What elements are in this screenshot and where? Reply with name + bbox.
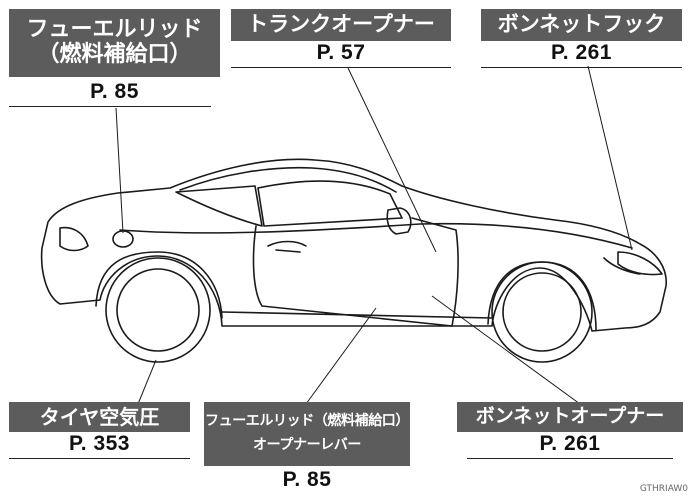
sill-line <box>221 311 493 319</box>
fuel-lid <box>112 230 134 248</box>
label-fuel-lid-lever-line1: フューエルリッド（燃料補給口） <box>205 413 409 430</box>
rear-lamp <box>59 226 89 252</box>
side-window <box>257 180 403 227</box>
leader-fuel-lever <box>305 307 377 405</box>
page-ref-hood-opener: P. 261 <box>539 432 601 455</box>
leader-hood-opener <box>431 295 581 405</box>
leader-fuel-lid <box>115 107 124 234</box>
headlight <box>617 251 663 276</box>
page-ref-fuel-lid-lever: P. 85 <box>282 468 332 491</box>
label-hood-opener-line1: ボンネットオープナー <box>475 405 665 428</box>
label-fuel-lid: フューエルリッド （燃料補給口） <box>9 9 220 77</box>
label-fuel-lid-line1: フューエルリッド <box>26 17 203 43</box>
label-fuel-lid-lever: フューエルリッド（燃料補給口） オープナーレバー <box>204 402 410 466</box>
page-ref-trunk-opener: P. 57 <box>316 41 366 64</box>
leader-tire-pressure <box>137 359 157 405</box>
label-fuel-lid-line2: （燃料補給口） <box>37 42 192 67</box>
front-wheel-tire <box>491 261 593 363</box>
label-trunk-opener: トランクオープナー <box>231 9 451 41</box>
label-tire-pressure: タイヤ空気圧 <box>9 402 190 432</box>
rear-window <box>175 185 263 227</box>
side-mirror <box>386 207 412 235</box>
leader-hood-hook <box>587 65 633 251</box>
rear-wheel-rim <box>116 268 200 352</box>
rule-tire-pressure <box>9 458 190 459</box>
label-tire-pressure-line1: タイヤ空気圧 <box>39 404 160 429</box>
door-outline <box>252 217 459 327</box>
door-handle <box>267 240 307 247</box>
label-hood-hook: ボンネットフック <box>481 9 682 41</box>
shoulder-line <box>119 222 633 249</box>
rule-fuel-lid <box>9 106 211 107</box>
rule-hood-opener <box>467 458 673 459</box>
label-trunk-opener-line1: トランクオープナー <box>247 12 435 37</box>
car-body-outline <box>40 158 667 332</box>
window-top-line <box>179 166 397 193</box>
rule-hood-hook <box>481 67 682 68</box>
front-wheel-rim <box>502 272 582 352</box>
page-ref-tire-pressure: P. 353 <box>68 432 130 455</box>
label-fuel-lid-lever-line2: オープナーレバー <box>253 437 361 453</box>
rule-trunk-opener <box>231 67 451 68</box>
page-ref-hood-hook: P. 261 <box>550 41 612 64</box>
image-code: GTHRIAW0 <box>639 484 688 494</box>
leader-trunk-opener <box>347 67 437 253</box>
label-hood-opener: ボンネットオープナー <box>457 402 683 432</box>
rear-wheel-tire <box>105 257 211 363</box>
label-hood-hook-line1: ボンネットフック <box>497 12 666 37</box>
page-ref-fuel-lid: P. 85 <box>90 80 139 103</box>
